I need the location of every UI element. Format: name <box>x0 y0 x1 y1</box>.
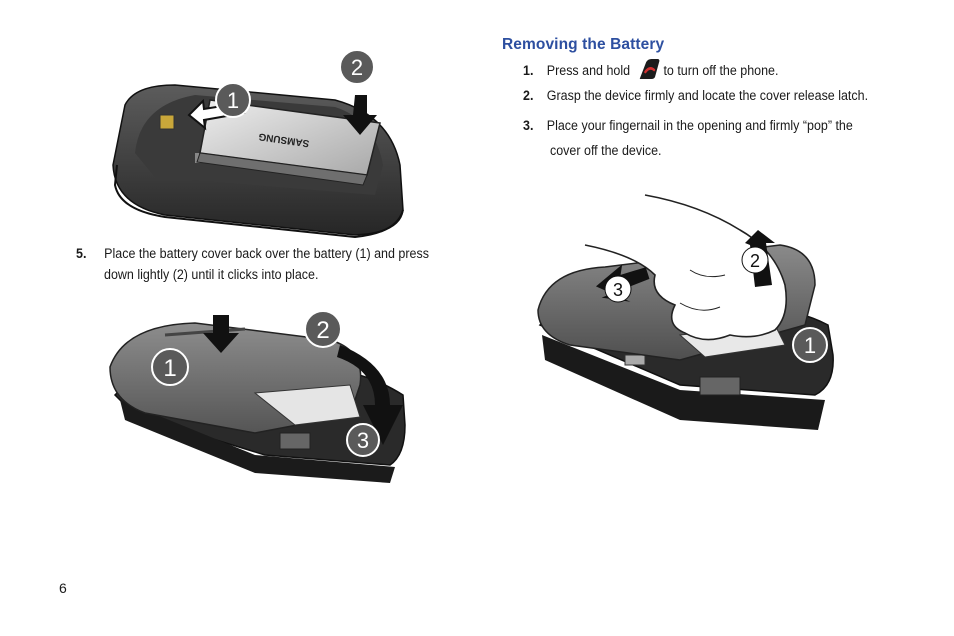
callout-3: 3 <box>357 428 369 453</box>
callout-1: 1 <box>227 88 239 113</box>
callout-3: 3 <box>613 280 623 300</box>
step-number: 5. <box>76 246 87 262</box>
cover-removal-illustration: 3 2 1 <box>537 194 834 430</box>
step-text: Press and hold <box>546 63 631 79</box>
step-text: to turn off the phone. <box>663 63 779 79</box>
callout-2: 2 <box>316 317 329 344</box>
step-text: Grasp the device firmly and locate the c… <box>546 88 869 104</box>
step-number: 3. <box>523 118 534 134</box>
step-text: Place the battery cover back over the ba… <box>104 246 429 262</box>
step-text: Place your fingernail in the opening and… <box>546 118 853 134</box>
step-text: down lightly (2) until it clicks into pl… <box>104 267 319 283</box>
step-3-continued: cover off the device. <box>550 139 662 164</box>
step-number: 2. <box>523 88 534 104</box>
battery-insert-illustration: SAMSUNG 1 2 <box>112 49 404 239</box>
step-2: 2. Grasp the device firmly and locate the… <box>523 84 868 109</box>
page-number: 6 <box>59 580 67 596</box>
section-heading: Removing the Battery <box>502 36 665 53</box>
step-5-continued: down lightly (2) until it clicks into pl… <box>104 263 318 288</box>
callout-1: 1 <box>804 333 816 358</box>
callout-2: 2 <box>750 251 760 271</box>
end-key-icon <box>637 58 660 80</box>
step-1: 1. Press and hold to turn off the phone. <box>523 59 778 84</box>
step-text: cover off the device. <box>550 143 662 159</box>
callout-1: 1 <box>163 355 176 382</box>
cover-replace-illustration: 1 2 3 <box>109 310 406 483</box>
callout-2: 2 <box>351 55 363 80</box>
step-3: 3. Place your fingernail in the opening a… <box>523 114 853 139</box>
step-5: 5. Place the battery cover back over the … <box>76 242 429 267</box>
step-number: 1. <box>523 63 534 79</box>
